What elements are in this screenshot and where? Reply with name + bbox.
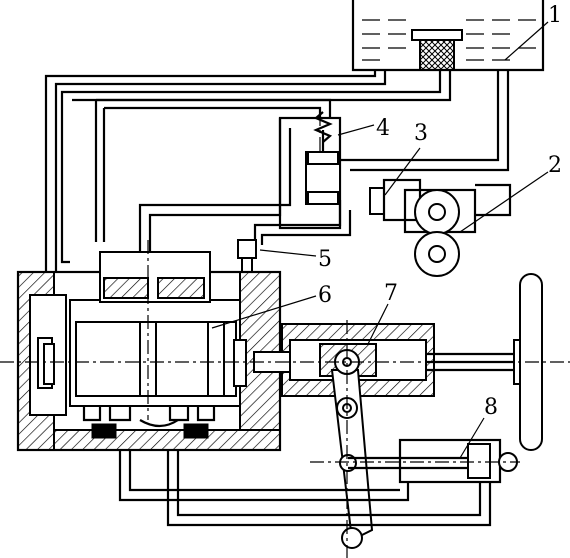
steering-gear-box — [253, 323, 514, 397]
power-cylinder — [398, 438, 518, 484]
spool-control-valve — [16, 251, 282, 452]
throttle-valve — [278, 111, 342, 230]
label-7: 7 — [384, 281, 398, 306]
filter-element — [411, 29, 463, 71]
part-labels: 1 2 3 4 5 6 7 8 — [318, 3, 562, 420]
label-3: 3 — [414, 121, 428, 146]
label-6: 6 — [318, 283, 332, 308]
check-valve — [237, 239, 257, 273]
cylinder-lines — [118, 450, 492, 527]
pitman-arm-linkage — [330, 349, 470, 549]
centerlines — [0, 240, 570, 558]
label-5: 5 — [318, 247, 332, 272]
oil-tank — [351, 0, 545, 72]
pressure-relief-valve — [369, 178, 422, 222]
label-8: 8 — [484, 395, 498, 420]
leader-lines — [211, 21, 549, 459]
label-1: 1 — [548, 3, 562, 28]
gear-pump — [403, 188, 477, 277]
label-4: 4 — [376, 116, 390, 141]
label-2: 2 — [548, 153, 562, 178]
spring — [313, 111, 333, 143]
